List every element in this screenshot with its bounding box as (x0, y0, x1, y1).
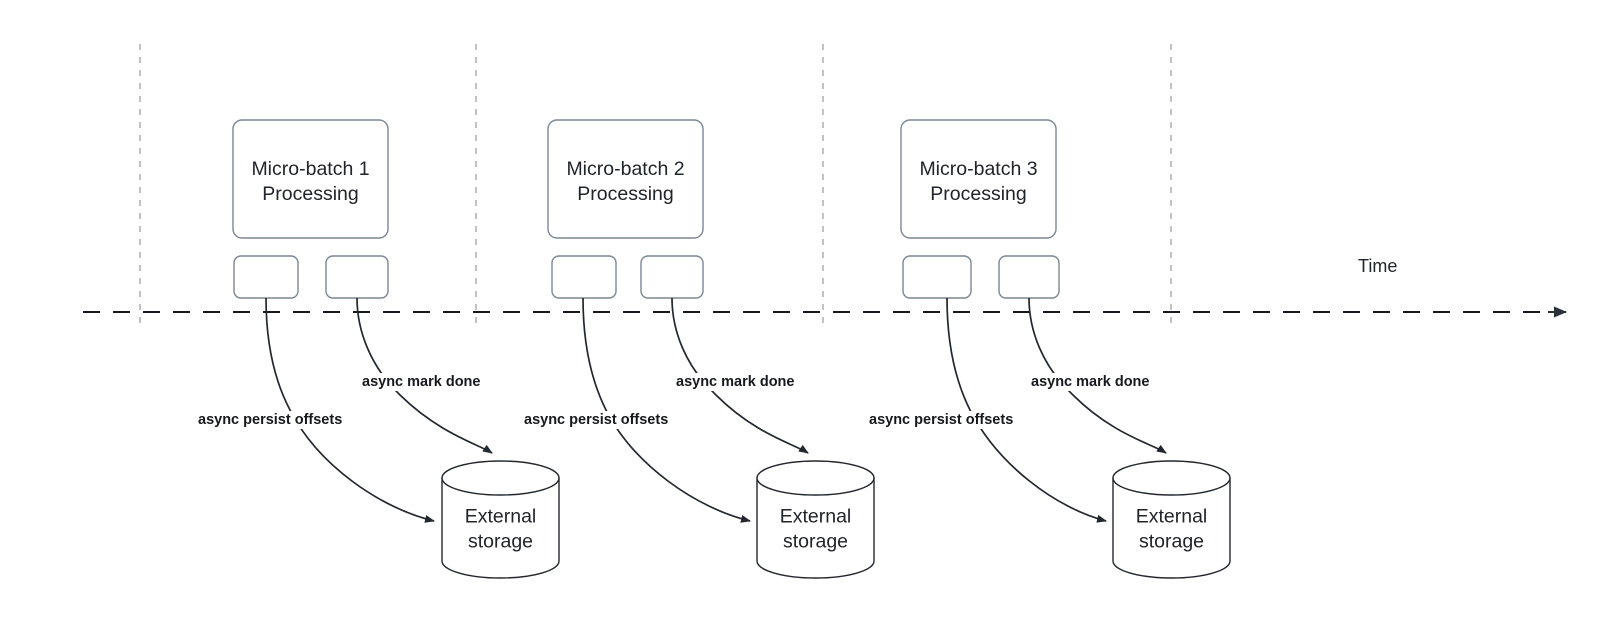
time-axis-label: Time (1358, 256, 1397, 276)
micro-batch-label-line1: Micro-batch 3 (919, 158, 1037, 180)
external-storage-label-line2: storage (783, 531, 848, 553)
external-storage-cylinder[interactable]: External storage (1112, 460, 1231, 579)
cylinder-body (441, 477, 560, 579)
async-mark-done-edge-1 (356, 297, 493, 454)
micro-batch-box[interactable]: Micro-batch 3 Processing (900, 119, 1057, 239)
edge-labels: async persist offsets async mark done asyn… (195, 373, 1153, 429)
label-backdrop (1028, 373, 1153, 391)
label-backdrop (195, 411, 346, 429)
async-mark-done-edge-1-label: async mark done (362, 374, 480, 390)
task-box-2a[interactable] (551, 255, 617, 299)
task-box-2b[interactable] (640, 255, 704, 299)
async-persist-offsets-edge-2-label: async persist offsets (524, 412, 668, 428)
external-storage-cylinder[interactable]: External storage (756, 460, 875, 579)
micro-batch-groups: Micro-batch 1ProcessingExternalstorageMi… (232, 119, 1231, 579)
task-box-1a[interactable] (233, 255, 299, 299)
external-storage-label-line2: storage (468, 531, 533, 553)
label-backdrop (359, 373, 484, 391)
cylinder-body (1112, 477, 1231, 579)
time-axis: Time (83, 256, 1567, 318)
task-box-3a[interactable] (902, 255, 972, 299)
async-persist-offsets-edge-3 (946, 297, 1107, 523)
micro-batch-label-line1: Micro-batch 2 (566, 158, 684, 180)
micro-batch-box-shape[interactable] (232, 119, 389, 239)
micro-batch-label-line2: Processing (930, 183, 1026, 205)
micro-batch-label-line2: Processing (577, 183, 673, 205)
async-persist-offsets-edge-1-label: async persist offsets (198, 412, 342, 428)
async-mark-done-edge-3 (1028, 297, 1167, 454)
micro-batch-label-line1: Micro-batch 1 (251, 158, 369, 180)
cylinder-top (756, 460, 875, 496)
external-storage-label-line1: External (780, 506, 852, 528)
batch-boundaries (139, 44, 1172, 330)
external-storage-label-line1: External (465, 506, 537, 528)
label-backdrop (521, 411, 672, 429)
label-backdrop (866, 411, 1017, 429)
cylinder-body (756, 477, 875, 579)
external-storage-label-line1: External (1136, 506, 1208, 528)
micro-batch-box[interactable]: Micro-batch 1 Processing (232, 119, 389, 239)
async-persist-offsets-edge-1 (265, 297, 435, 523)
micro-batch-box[interactable]: Micro-batch 2 Processing (547, 119, 704, 239)
cylinder-top (441, 460, 560, 496)
micro-batch-box-shape[interactable] (547, 119, 704, 239)
async-persist-offsets-edge-3-label: async persist offsets (869, 412, 1013, 428)
micro-batch-label-line2: Processing (262, 183, 358, 205)
async-mark-done-edge-3-label: async mark done (1031, 374, 1149, 390)
async-persist-offsets-edge-2 (582, 297, 751, 523)
async-mark-done-edge-2 (671, 297, 809, 454)
cylinder-top (1112, 460, 1231, 496)
async-mark-done-edge-2-label: async mark done (676, 374, 794, 390)
task-box-1b[interactable] (325, 255, 389, 299)
task-box-3b[interactable] (998, 255, 1060, 299)
external-storage-label-line2: storage (1139, 531, 1204, 553)
external-storage-cylinder[interactable]: External storage (441, 460, 560, 579)
label-backdrop (673, 373, 798, 391)
micro-batch-box-shape[interactable] (900, 119, 1057, 239)
